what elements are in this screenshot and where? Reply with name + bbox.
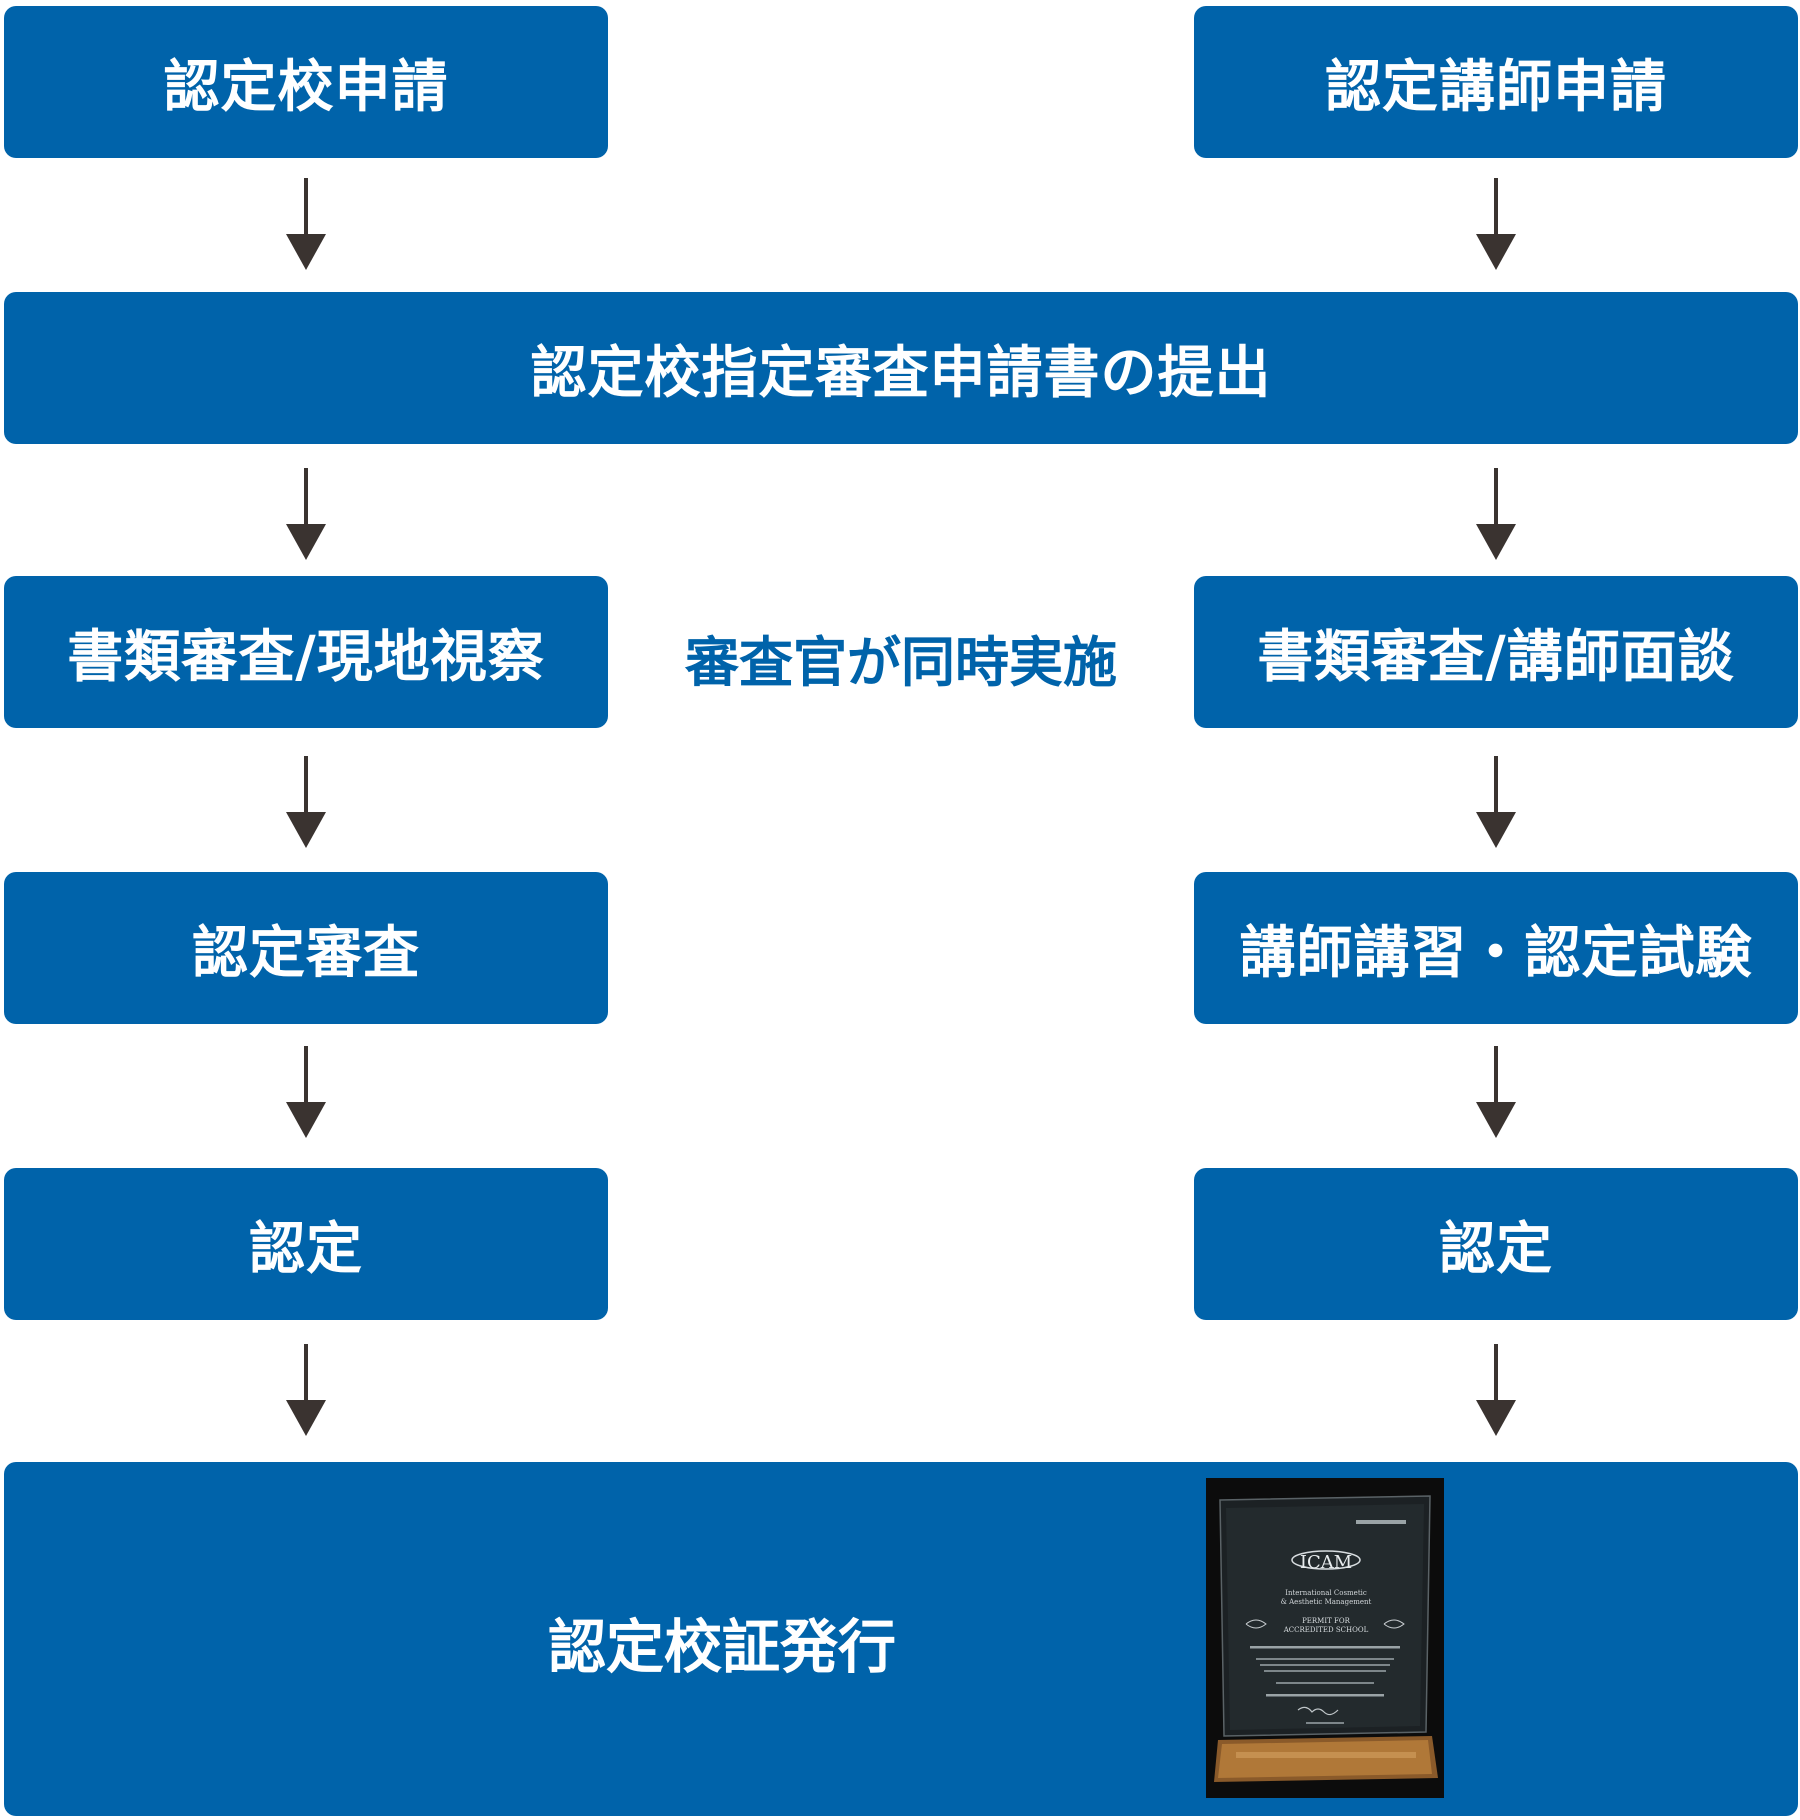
school-accreditation-exam-box: 認定審査 bbox=[4, 872, 608, 1024]
arrow-down-icon bbox=[284, 468, 328, 560]
instructor-certified-box: 認定 bbox=[1194, 1168, 1798, 1320]
instructor-application-box: 認定講師申請 bbox=[1194, 6, 1798, 158]
certificate-issuance-box bbox=[4, 1462, 1798, 1816]
instructor-training-exam-label: 講師講習・認定試験 bbox=[1239, 920, 1753, 986]
plaque-title-line2: ACCREDITED SCHOOL bbox=[1283, 1626, 1369, 1634]
plaque-title-line1: PERMIT FOR bbox=[1302, 1617, 1351, 1625]
plaque-org-line2: & Aesthetic Management bbox=[1281, 1598, 1372, 1606]
school-accreditation-exam-label: 認定審査 bbox=[192, 920, 420, 986]
accreditation-plaque-image: ICAM International Cosmetic & Aesthetic … bbox=[1206, 1478, 1444, 1798]
arrow-down-icon bbox=[284, 1344, 328, 1436]
arrow-down-icon bbox=[284, 1046, 328, 1138]
instructor-document-review-label: 書類審査/講師面談 bbox=[1257, 624, 1735, 690]
certificate-issuance-label: 認定校証発行 bbox=[548, 1613, 897, 1681]
arrow-down-icon bbox=[1474, 468, 1518, 560]
plaque-org-line1: International Cosmetic bbox=[1285, 1589, 1367, 1597]
school-certified-label: 認定 bbox=[249, 1216, 363, 1282]
school-application-box: 認定校申請 bbox=[4, 6, 608, 158]
school-document-review-label: 書類審査/現地視察 bbox=[67, 624, 545, 690]
school-document-review-box: 書類審査/現地視察 bbox=[4, 576, 608, 728]
submission-box: 認定校指定審査申請書の提出 bbox=[4, 292, 1798, 444]
submission-label: 認定校指定審査申請書の提出 bbox=[530, 340, 1272, 406]
arrow-down-icon bbox=[1474, 1046, 1518, 1138]
arrow-down-icon bbox=[284, 178, 328, 270]
arrow-down-icon bbox=[1474, 1344, 1518, 1436]
school-application-label: 認定校申請 bbox=[163, 54, 449, 120]
instructor-application-label: 認定講師申請 bbox=[1325, 54, 1667, 120]
arrow-down-icon bbox=[1474, 756, 1518, 848]
school-certified-box: 認定 bbox=[4, 1168, 608, 1320]
instructor-training-exam-box: 講師講習・認定試験 bbox=[1194, 872, 1798, 1024]
instructor-document-review-box: 書類審査/講師面談 bbox=[1194, 576, 1798, 728]
simultaneous-note: 審査官が同時実施 bbox=[685, 631, 1117, 694]
arrow-down-icon bbox=[1474, 178, 1518, 270]
instructor-certified-label: 認定 bbox=[1439, 1216, 1553, 1282]
arrow-down-icon bbox=[284, 756, 328, 848]
plaque-logo-text: ICAM bbox=[1300, 1552, 1352, 1573]
